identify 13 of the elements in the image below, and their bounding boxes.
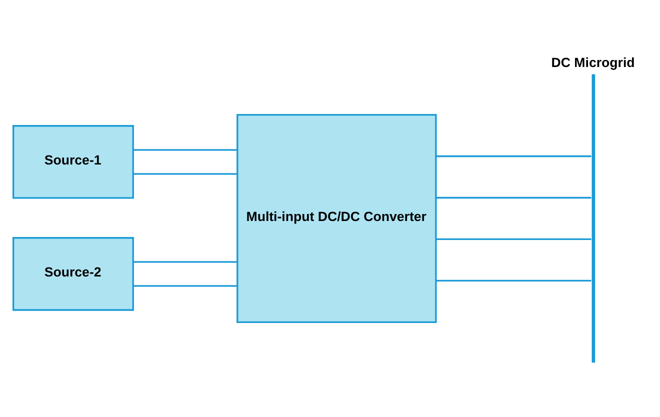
connector bbox=[133, 149, 238, 151]
connector bbox=[133, 285, 238, 287]
node-box: Source-1 bbox=[12, 125, 134, 199]
connector bbox=[436, 155, 592, 158]
connector bbox=[436, 238, 592, 240]
node-label: DC Microgrid bbox=[551, 55, 635, 70]
connector bbox=[436, 280, 592, 282]
node-box: Source-2 bbox=[12, 237, 134, 311]
node-box: Multi-input DC/DC Converter bbox=[236, 114, 437, 324]
connector bbox=[133, 173, 238, 175]
connector bbox=[133, 261, 238, 263]
connector bbox=[436, 196, 592, 199]
node-box bbox=[592, 74, 596, 363]
